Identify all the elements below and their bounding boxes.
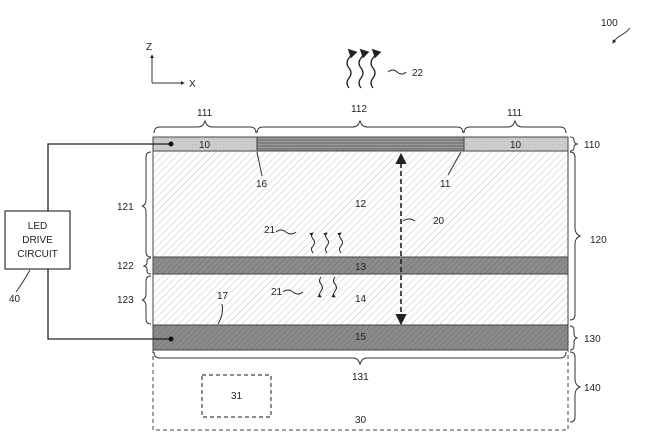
label-16: 16: [256, 179, 268, 190]
x-axis-label: X: [189, 79, 196, 90]
light-arrows-down-21: [282, 276, 337, 298]
label-30: 30: [355, 415, 367, 426]
brace-120: [569, 151, 582, 321]
label-11: 11: [440, 179, 451, 190]
light-ray-3: [370, 48, 382, 89]
layer-12: [152, 150, 569, 258]
label-112: 112: [351, 104, 367, 115]
label-140: 140: [584, 383, 601, 394]
drive-circuit-line2: DRIVE: [22, 235, 53, 246]
brace-121: [141, 151, 152, 258]
label-12: 12: [355, 199, 367, 210]
figure-number-arrow: [612, 27, 631, 44]
label-21-top: 21: [264, 225, 276, 236]
brace-111-right: [463, 119, 567, 134]
emitted-light-label: 22: [412, 68, 424, 79]
brace-111-left: [153, 119, 257, 134]
axis-indicator: Z X: [146, 42, 196, 90]
film-11: [256, 136, 465, 152]
contact-top: [168, 141, 174, 147]
contact-bottom: [168, 336, 174, 342]
left-braces: [141, 151, 152, 325]
leader-21-bottom: [282, 289, 304, 295]
label-131: 131: [352, 372, 369, 383]
label-40: 40: [9, 294, 21, 305]
leader-16: [256, 151, 263, 177]
label-21-bottom: 21: [271, 287, 283, 298]
wire-top: [47, 143, 171, 211]
leader-21-top: [275, 229, 297, 235]
leader-40: [15, 269, 31, 293]
pad-10-left-label: 10: [199, 140, 211, 151]
label-130: 130: [584, 334, 601, 345]
brace-130: [569, 325, 579, 351]
light-leader-line: [387, 69, 407, 75]
label-17: 17: [217, 291, 229, 302]
leader-11: [447, 151, 462, 176]
brace-122: [142, 257, 152, 275]
label-14: 14: [355, 294, 367, 305]
leader-17: [217, 303, 223, 325]
label-13: 13: [355, 262, 367, 273]
substrate-30: [152, 349, 569, 431]
emitted-light-arrows: [346, 48, 407, 89]
label-31: 31: [231, 391, 243, 402]
wire-bottom: [47, 269, 171, 340]
brace-110: [569, 136, 579, 152]
label-120: 120: [590, 235, 607, 246]
top-braces: [153, 119, 567, 134]
drive-circuit-line1: LED: [28, 221, 47, 232]
label-111-right: 111: [507, 108, 523, 119]
light-arrows-up-21: [275, 229, 343, 254]
light-ray-2: [358, 48, 370, 89]
brace-140: [569, 351, 582, 423]
label-122: 122: [117, 261, 134, 272]
right-braces: [569, 136, 582, 423]
label-111-left: 111: [197, 108, 213, 119]
label-20: 20: [433, 216, 445, 227]
light-ray-1: [346, 48, 358, 89]
layer-15-electrode: [152, 324, 569, 351]
brace-123: [141, 275, 152, 325]
figure-number-callout: 100: [601, 18, 631, 44]
led-drive-circuit-box: [4, 210, 71, 270]
brace-131: [153, 351, 567, 366]
z-axis-label: Z: [146, 42, 152, 53]
leader-20: [402, 218, 416, 222]
label-110: 110: [584, 140, 600, 151]
pad-10-right-label: 10: [510, 140, 522, 151]
brace-112: [256, 119, 464, 134]
label-123: 123: [117, 295, 134, 306]
label-121: 121: [117, 202, 134, 213]
drive-wires: [47, 143, 171, 340]
drive-circuit-line3: CIRCUIT: [17, 249, 58, 260]
label-15: 15: [355, 332, 367, 343]
figure-number: 100: [601, 18, 618, 29]
